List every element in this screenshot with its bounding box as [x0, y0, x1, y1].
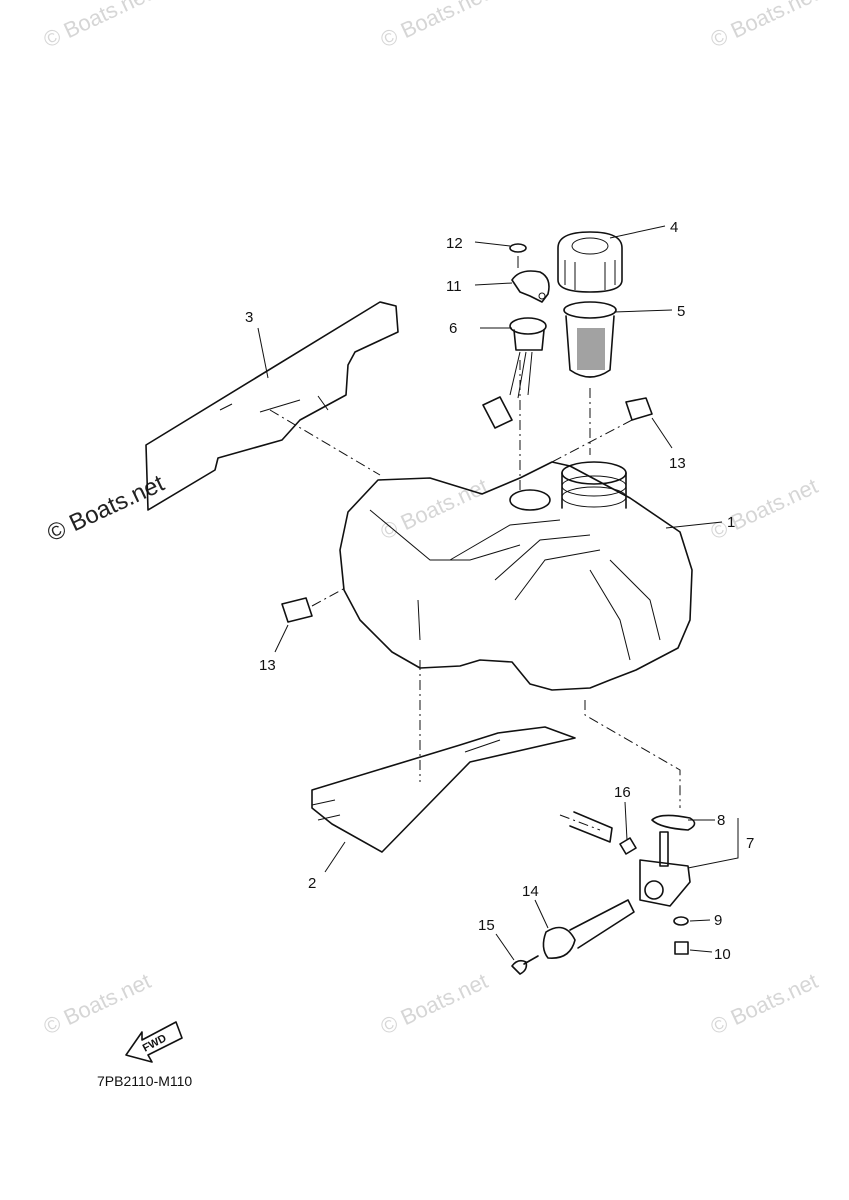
watermark: © Boats.net	[377, 968, 492, 1039]
callout-12: 12	[446, 235, 463, 252]
watermark: © Boats.net	[377, 0, 492, 53]
part-1-fuel-tank	[339, 461, 693, 691]
callout-6: 6	[449, 320, 457, 337]
part-12-washer	[509, 243, 527, 268]
callout-15: 15	[478, 917, 495, 934]
callout-1: 1	[727, 514, 735, 531]
callout-2: 2	[308, 875, 316, 892]
watermark: © Boats.net	[707, 0, 822, 53]
watermark: © Boats.net	[707, 968, 822, 1039]
callout-5: 5	[677, 303, 685, 320]
callout-7: 7	[746, 835, 754, 852]
part-3-cover	[145, 301, 399, 511]
part-13-damper-lower	[281, 587, 346, 623]
part-13-damper-upper	[551, 397, 653, 463]
part-9-washer	[673, 916, 689, 926]
part-16-clip	[559, 811, 637, 855]
part-8-gasket	[651, 814, 696, 831]
callout-9: 9	[714, 912, 722, 929]
watermark: © Boats.net	[707, 473, 822, 544]
watermark: © Boats.net	[377, 473, 492, 544]
callout-4: 4	[670, 219, 678, 236]
callout-3: 3	[245, 309, 253, 326]
part-6-sender	[482, 317, 547, 490]
callout-leaders	[257, 225, 739, 961]
part-5-strainer	[563, 301, 617, 455]
part-7-fuel-cock	[584, 700, 691, 907]
callout-10: 10	[714, 946, 731, 963]
callout-13-lower: 13	[259, 657, 276, 674]
callout-11: 11	[446, 278, 462, 295]
watermark: © Boats.net	[40, 0, 155, 53]
watermark-layer: © Boats.net © Boats.net © Boats.net © Bo…	[40, 0, 822, 1040]
part-10-screw	[674, 941, 689, 955]
callout-13-upper: 13	[669, 455, 686, 472]
part-4-cap	[557, 231, 623, 293]
part-14-lever	[542, 899, 635, 959]
part-2-protector	[311, 726, 576, 853]
fwd-arrow-icon: FWD	[125, 1021, 183, 1063]
callout-8: 8	[717, 812, 725, 829]
watermark: © Boats.net	[40, 968, 155, 1039]
diagram-code: 7PB2110-M110	[97, 1073, 192, 1089]
callout-16: 16	[614, 784, 631, 801]
part-11-gasket	[511, 270, 550, 303]
part-15-screw	[511, 955, 539, 975]
callout-labels: 1 2 3 4 5 6 7 8 9 10 11 12 13 13 14 15 1…	[245, 219, 754, 963]
callout-14: 14	[522, 883, 539, 900]
